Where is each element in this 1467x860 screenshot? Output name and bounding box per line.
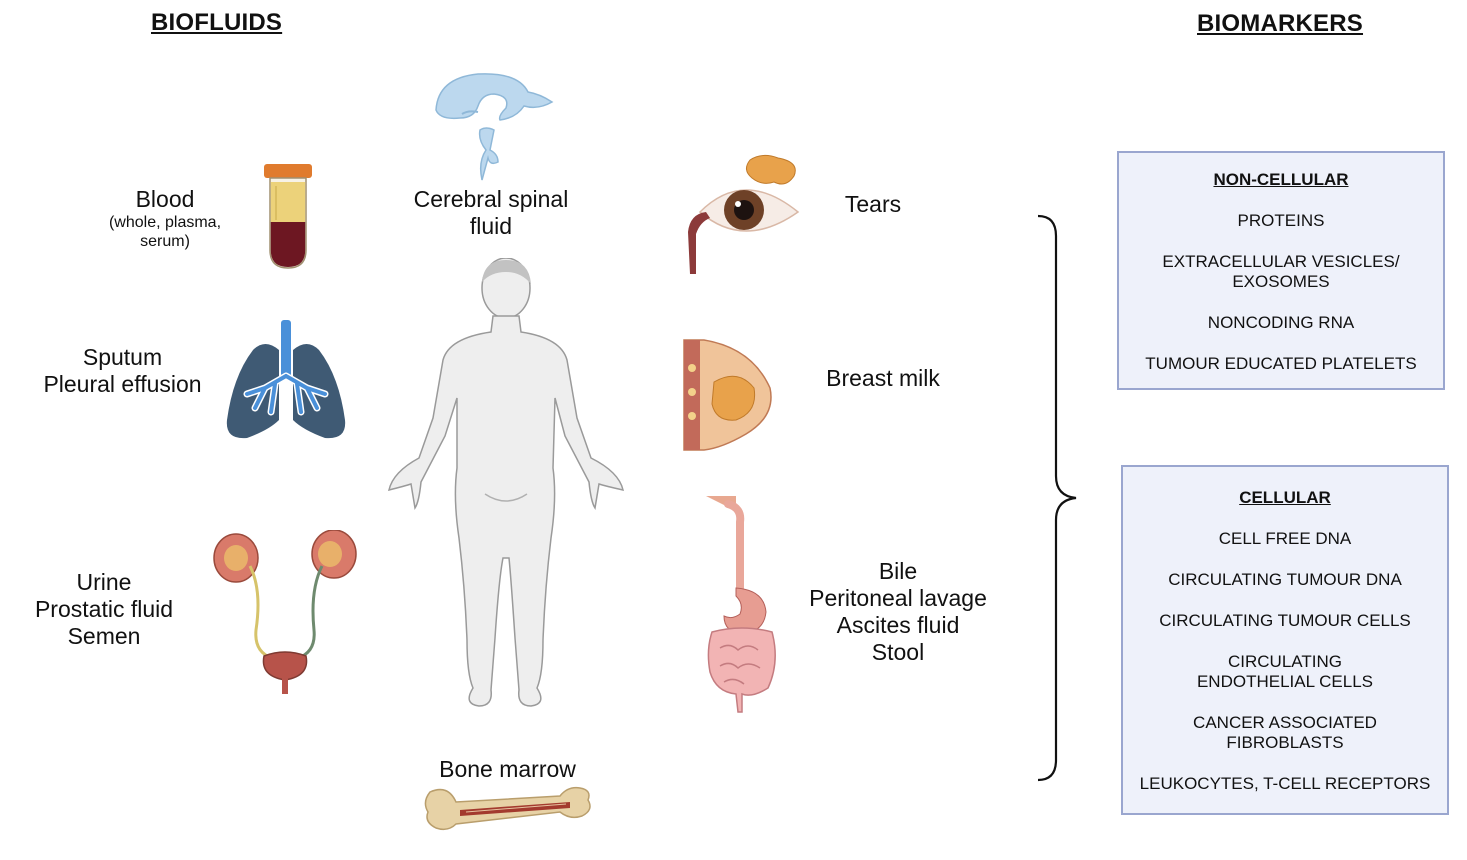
biomarker-item: CIRCULATING TUMOUR CELLS (1159, 611, 1411, 630)
bone-marrow-label: Bone marrow (439, 756, 576, 782)
csf-label: Cerebral spinal fluid (413, 186, 569, 239)
biomarker-item: PROTEINS (1237, 211, 1325, 230)
eye-tear-gland-icon (688, 154, 800, 274)
bone-marrow-icon (424, 786, 591, 831)
biofluids-header: BIOFLUIDS (151, 9, 283, 36)
non-cellular-box: NON-CELLULAR PROTEINS EXTRACELLULAR VESI… (1117, 151, 1445, 390)
grouping-brace (1037, 214, 1077, 782)
biomarker-item: CIRCULATING ENDOTHELIAL CELLS (1196, 652, 1374, 691)
human-body-icon (388, 258, 624, 707)
biomarker-item: CANCER ASSOCIATED FIBROBLASTS (1193, 713, 1377, 752)
sputum-label: Sputum Pleural effusion (43, 344, 202, 397)
blood-label: Blood (whole, plasma, serum) (108, 186, 222, 250)
biomarker-item: EXTRACELLULAR VESICLES/ EXOSOMES (1162, 252, 1400, 291)
biomarker-item: TUMOUR EDUCATED PLATELETS (1145, 354, 1417, 373)
cellular-title: CELLULAR (1239, 488, 1331, 507)
lungs-icon (226, 320, 346, 439)
gi-label: Bile Peritoneal lavage Ascites fluid Sto… (809, 558, 987, 665)
cellular-box: CELLULAR CELL FREE DNA CIRCULATING TUMOU… (1121, 465, 1449, 815)
breast-milk-label: Breast milk (826, 365, 940, 391)
biomarkers-header: BIOMARKERS (1197, 10, 1364, 37)
tears-label: Tears (844, 191, 902, 217)
biomarker-item: CIRCULATING TUMOUR DNA (1168, 570, 1402, 589)
blood-tube-icon (264, 164, 312, 269)
urinary-system-icon (213, 530, 357, 694)
brain-ventricle-icon (435, 73, 554, 181)
urine-label: Urine Prostatic fluid Semen (34, 569, 174, 649)
biomarker-item: LEUKOCYTES, T-CELL RECEPTORS (1139, 774, 1431, 793)
digestive-system-icon (706, 496, 776, 713)
breast-icon (683, 339, 772, 451)
biomarker-item: NONCODING RNA (1207, 313, 1355, 332)
non-cellular-title: NON-CELLULAR (1213, 170, 1349, 189)
biomarker-item: CELL FREE DNA (1218, 529, 1352, 548)
